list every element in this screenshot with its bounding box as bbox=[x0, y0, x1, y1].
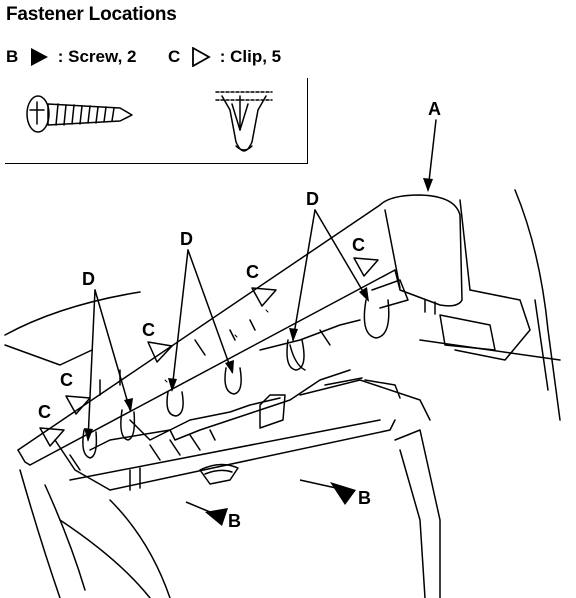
legend-box-bottom-rule bbox=[5, 163, 307, 164]
clip-illustration bbox=[215, 91, 273, 152]
label-part-a: A bbox=[428, 99, 441, 119]
screw-callout-icons bbox=[205, 482, 356, 526]
label-clip-c-5: C bbox=[352, 235, 365, 255]
leader-lines bbox=[87, 119, 437, 441]
label-screw-b-2: B bbox=[358, 488, 371, 508]
outline-triangle-icon bbox=[191, 45, 211, 68]
label-clip-c-3: C bbox=[142, 320, 155, 340]
clip-legend-letter: C bbox=[167, 46, 181, 66]
clip-legend-text: : Clip, 5 bbox=[219, 46, 282, 66]
label-screw-b-1: B bbox=[228, 511, 241, 531]
legend-box-right-rule bbox=[307, 78, 308, 164]
screw-illustration bbox=[26, 95, 133, 133]
dashboard-outline bbox=[4, 189, 561, 598]
diagram-title: Fastener Locations bbox=[6, 4, 177, 25]
label-clip-d-1: D bbox=[82, 269, 95, 289]
label-clip-c-2: C bbox=[60, 370, 73, 390]
fastener-legend: B : Screw, 2 C : Clip, 5 bbox=[6, 45, 282, 68]
label-clip-d-2: D bbox=[180, 229, 193, 249]
garnish-clip-tabs bbox=[82, 299, 390, 459]
label-clip-c-1: C bbox=[38, 402, 51, 422]
label-clip-c-4: C bbox=[246, 262, 259, 282]
leader-arrowheads bbox=[84, 178, 433, 442]
screw-legend-text: : Screw, 2 bbox=[57, 46, 137, 66]
screw-leader-lines bbox=[185, 479, 337, 513]
clip-callout-icons bbox=[39, 257, 379, 447]
garnish-trim bbox=[17, 194, 463, 471]
label-clip-d-3: D bbox=[306, 189, 319, 209]
screw-legend-letter: B bbox=[6, 46, 19, 66]
filled-triangle-icon bbox=[29, 47, 49, 67]
